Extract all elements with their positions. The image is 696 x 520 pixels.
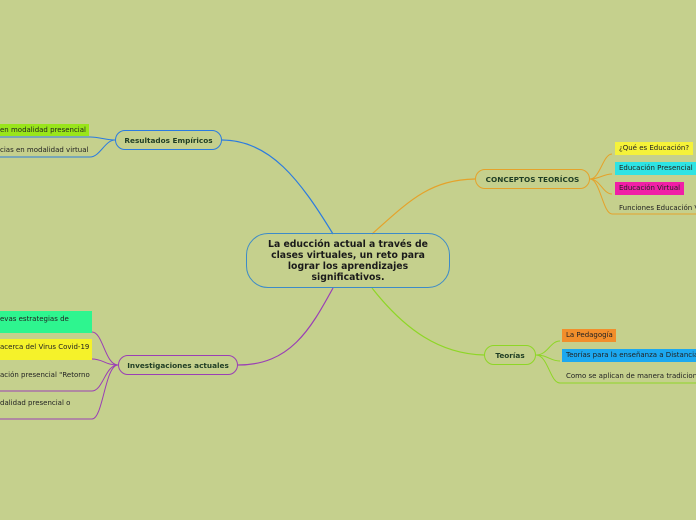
branch-label: Teorías	[495, 350, 525, 360]
branch-investigaciones-actuales[interactable]: Investigaciones actuales	[118, 355, 238, 375]
central-topic-text: La educción actual a través de clases vi…	[268, 238, 428, 283]
link-conceptos-2	[589, 173, 613, 180]
subtopic-resultados-2[interactable]: cias en modalidad virtual	[0, 146, 88, 155]
link-resultados-2	[89, 139, 116, 158]
link-conceptos-1	[589, 153, 613, 180]
subtopic-investigaciones-4[interactable]: dalidad presencial o	[0, 399, 70, 408]
link-conceptos-3	[589, 178, 613, 195]
central-topic[interactable]: La educción actual a través de clases vi…	[246, 233, 450, 288]
subtopic-label: cias en modalidad virtual	[0, 146, 89, 154]
subtopic-investigaciones-1[interactable]: evas estrategias de	[0, 311, 92, 333]
branch-teorias[interactable]: Teorías	[484, 345, 536, 365]
branch-label: Investigaciones actuales	[127, 360, 229, 370]
subtopic-conceptos-4[interactable]: Funciones Educación V	[619, 204, 696, 213]
link-resultados-1	[89, 136, 116, 141]
link-teorias-3	[535, 354, 561, 384]
link-investigaciones-2	[91, 358, 119, 366]
subtopic-label: Teorías para la enseñanza a Distancia	[566, 351, 696, 359]
subtopic-label: ación presencial "Retorno	[0, 371, 90, 379]
subtopic-resultados-1[interactable]: en modalidad presencial	[0, 124, 89, 136]
subtopic-label: Educación Presencial	[619, 164, 693, 172]
subtopic-label: ¿Qué es Educación?	[619, 144, 690, 152]
subtopic-conceptos-1[interactable]: ¿Qué es Educación?	[615, 142, 693, 155]
subtopic-conceptos-3[interactable]: Educación Virtual	[615, 182, 684, 195]
subtopic-investigaciones-3[interactable]: ación presencial "Retorno	[0, 371, 90, 380]
subtopic-investigaciones-2[interactable]: acerca del Virus Covid-19	[0, 339, 92, 360]
subtopic-conceptos-2[interactable]: Educación Presencial	[615, 162, 696, 175]
subtopic-label: dalidad presencial o	[0, 399, 71, 407]
subtopic-label: en modalidad presencial	[0, 126, 86, 134]
subtopic-label: acerca del Virus Covid-19	[0, 343, 90, 351]
link-conceptos-4	[589, 178, 613, 215]
link-investigaciones-4	[91, 364, 119, 420]
branch-resultados-empiricos[interactable]: Resultados Empíricos	[115, 130, 222, 150]
subtopic-teorias-3[interactable]: Como se aplican de manera tradicional	[566, 372, 696, 381]
link-teorias	[371, 287, 485, 356]
link-investigaciones-3	[91, 364, 119, 392]
branch-label: CONCEPTOS TEORÍCOS	[485, 174, 580, 184]
link-conceptos	[371, 178, 476, 235]
branch-conceptos-teoricos[interactable]: CONCEPTOS TEORÍCOS	[475, 169, 590, 189]
subtopic-teorias-2[interactable]: Teorías para la enseñanza a Distancia	[562, 349, 696, 362]
subtopic-label: Como se aplican de manera tradicional	[566, 372, 696, 380]
subtopic-label: La Pedagogía	[566, 331, 613, 339]
subtopic-label: Funciones Educación V	[619, 204, 696, 212]
link-resultados	[221, 139, 334, 235]
subtopic-teorias-1[interactable]: La Pedagogía	[562, 329, 616, 342]
link-teorias-1	[535, 340, 561, 356]
link-investigaciones	[237, 287, 334, 366]
branch-label: Resultados Empíricos	[124, 135, 213, 145]
subtopic-label: evas estrategias de	[0, 315, 69, 323]
link-investigaciones-1	[91, 331, 119, 366]
subtopic-label: Educación Virtual	[619, 184, 681, 192]
